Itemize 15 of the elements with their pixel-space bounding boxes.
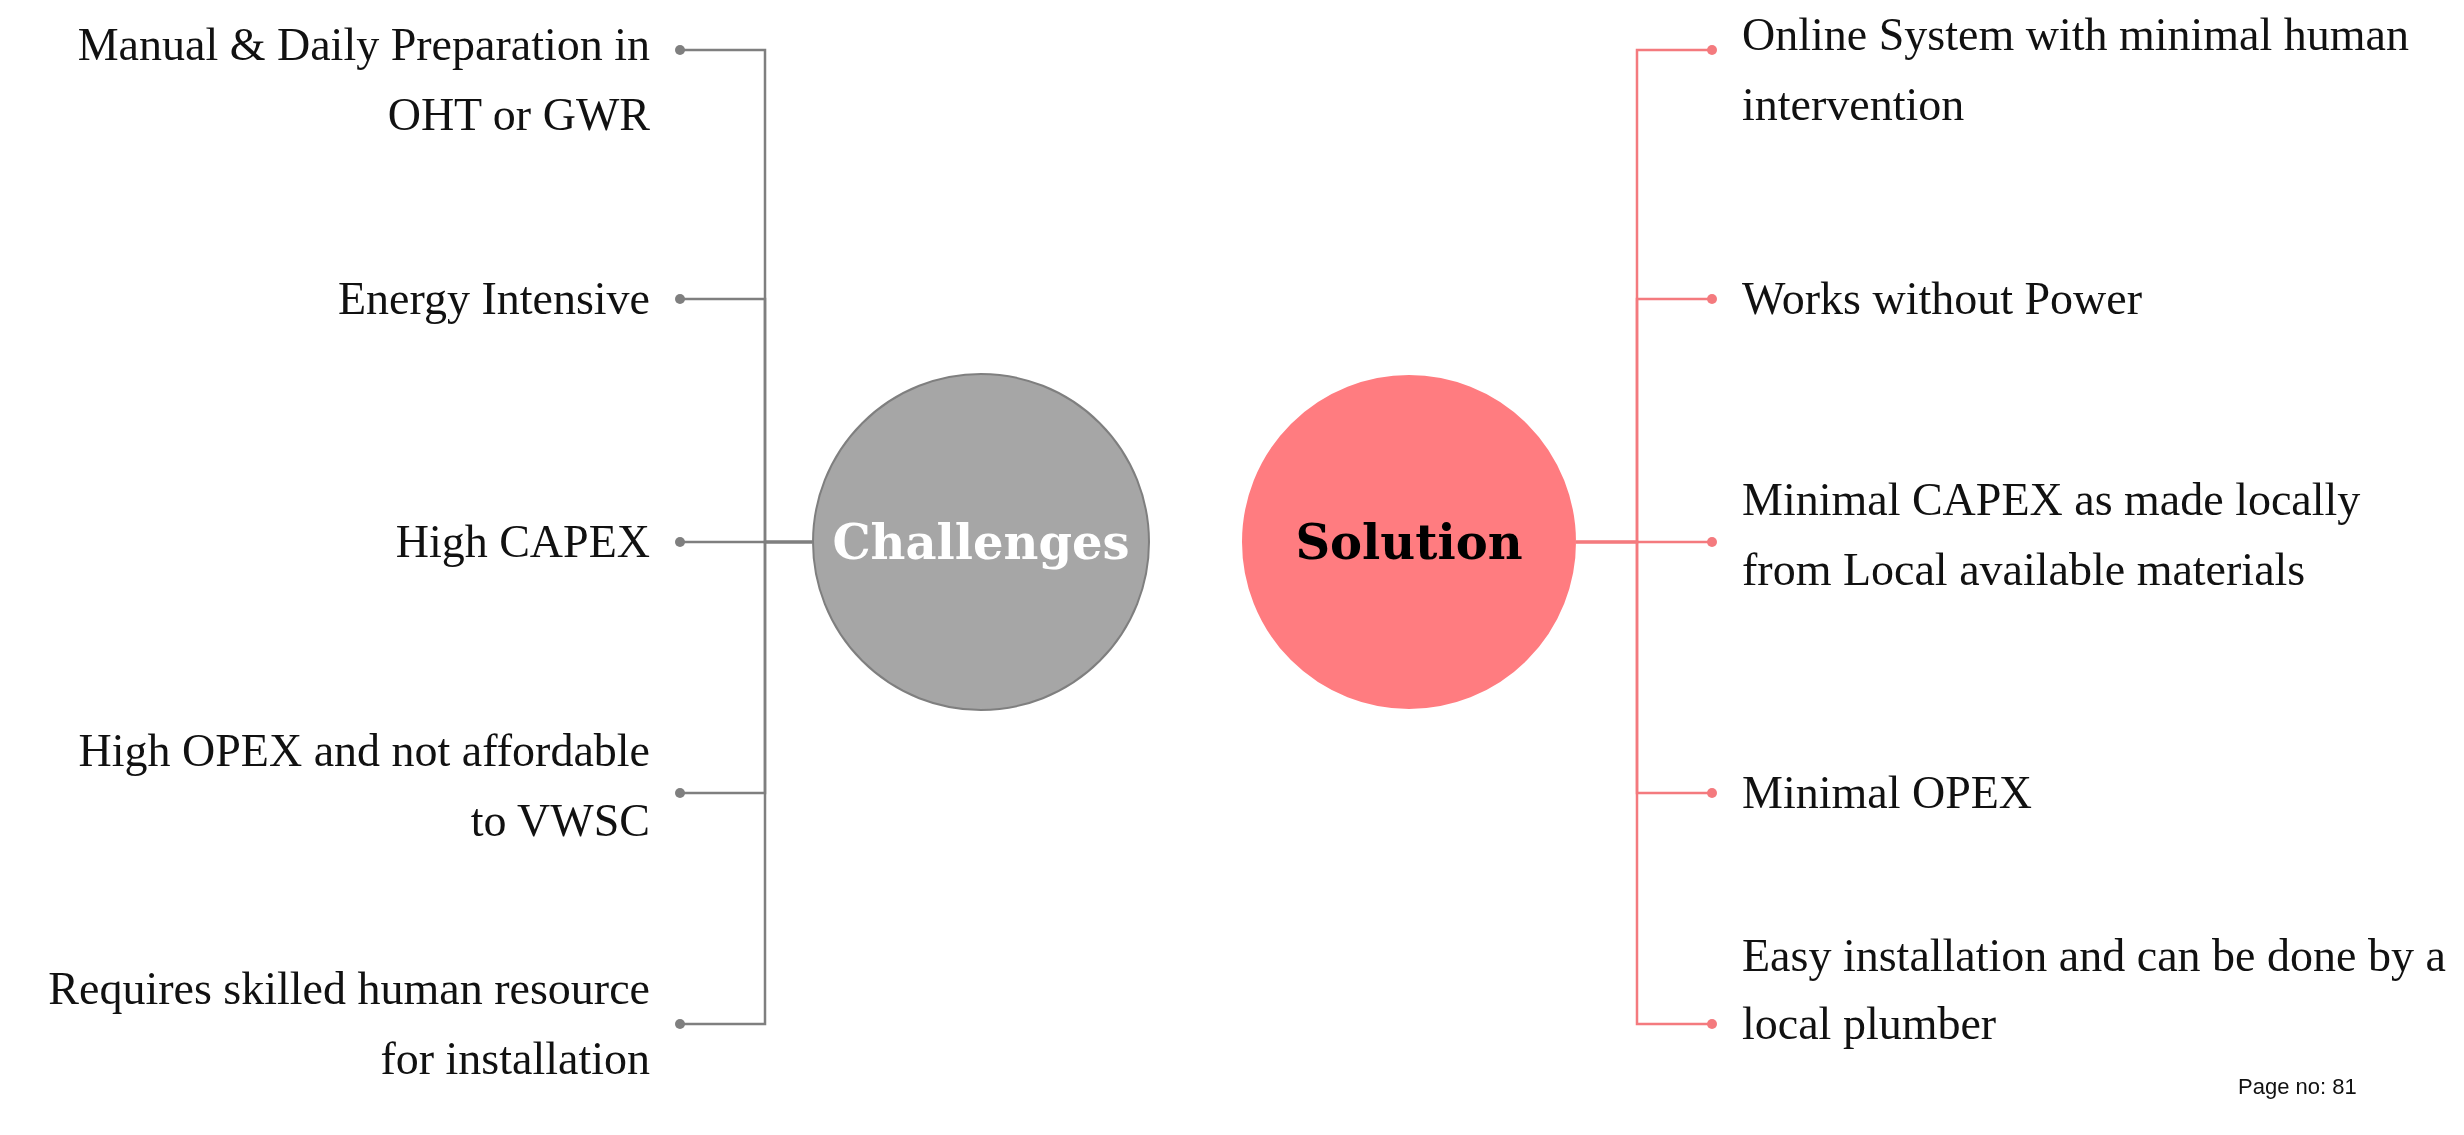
point-text: High OPEX and not affordable to VWSC xyxy=(77,724,650,848)
page-number: Page no: 81 xyxy=(2238,1074,2357,1100)
point-text: High CAPEX xyxy=(395,515,650,569)
point-text: Easy installation and can be done by a local plumber xyxy=(1742,929,2447,1051)
point-text: Works without Power xyxy=(1742,272,2143,326)
topic-title: Solution xyxy=(1295,514,1523,570)
point-text: Minimal OPEX xyxy=(1742,766,2033,820)
connector-line xyxy=(1576,540,1717,1029)
point-text: Minimal CAPEX as made locally from Local available materials xyxy=(1742,473,2362,597)
topic-title: Challenges xyxy=(832,514,1130,570)
point-text: Requires skilled human resource for installation xyxy=(47,962,650,1086)
point-text: Online System with minimal human intervention xyxy=(1742,8,2410,132)
point-text: Manual & Daily Preparation in OHT or GWR xyxy=(76,18,650,142)
point-text: Energy Intensive xyxy=(337,272,650,326)
connector-line xyxy=(675,540,812,1029)
